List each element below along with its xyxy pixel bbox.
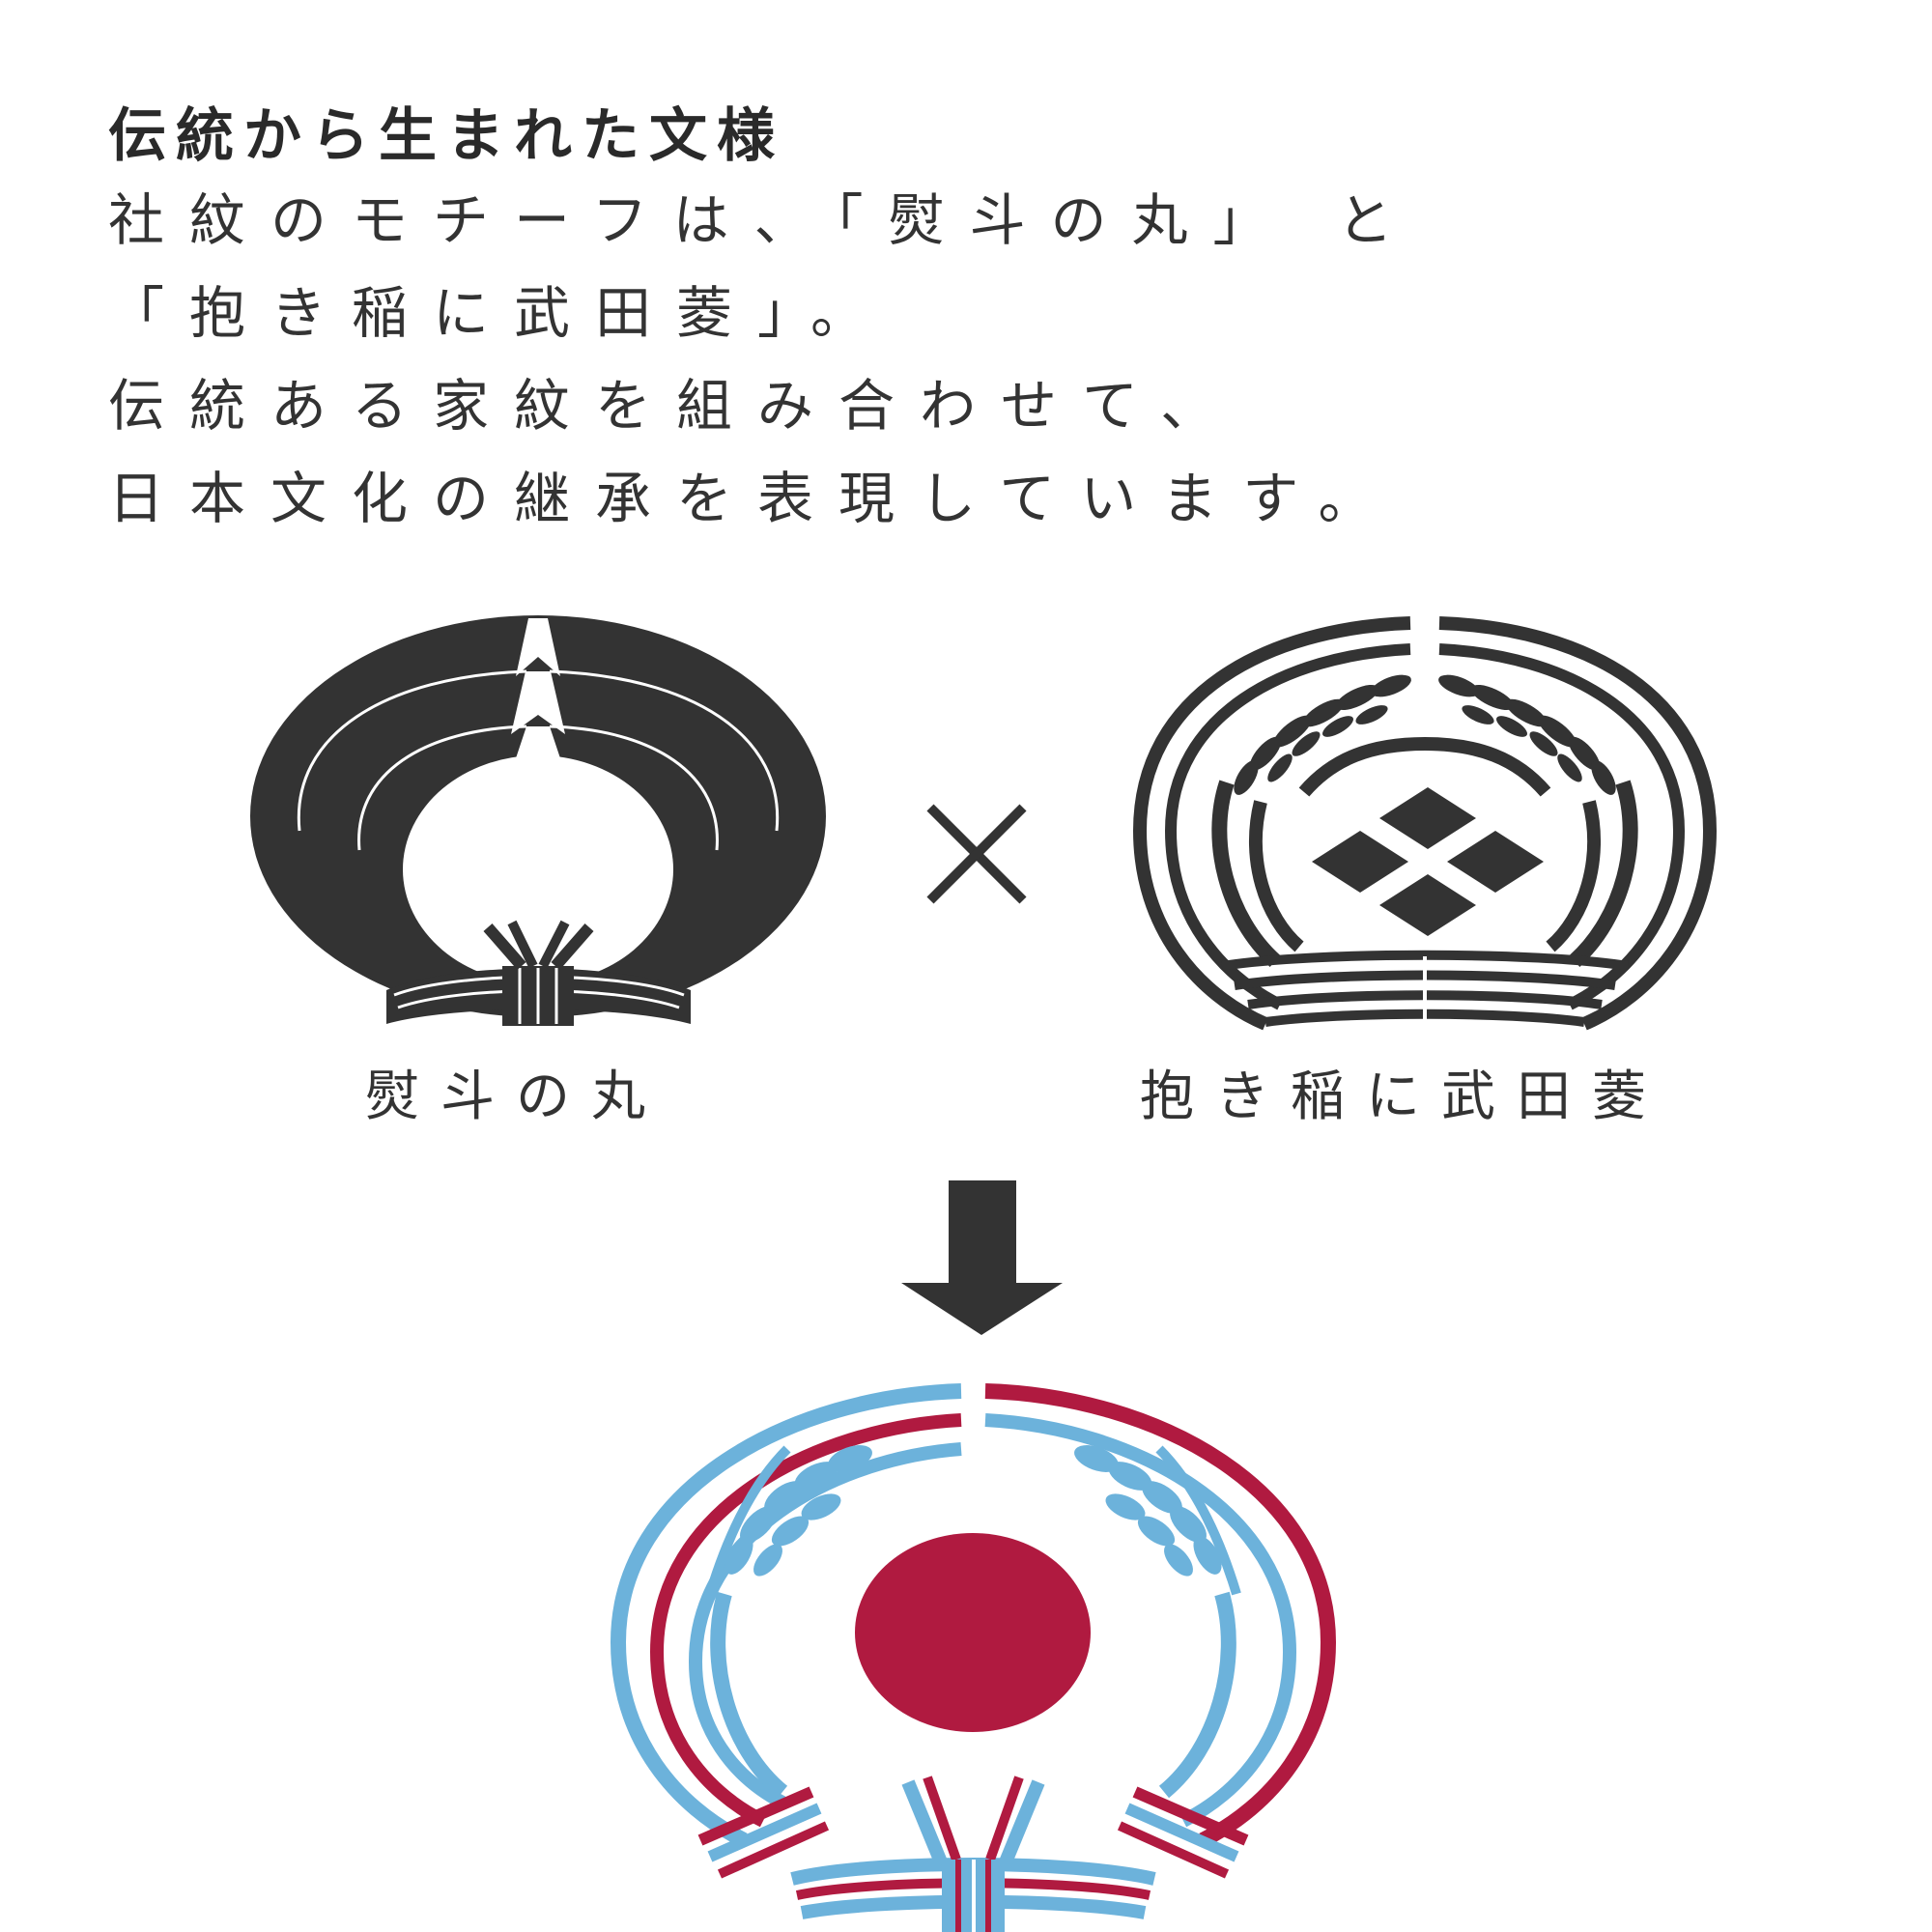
- dakiine-takeda-bishi-label: 抱き稲に武田菱: [1140, 1065, 1667, 1128]
- rice-ear-left: [1234, 674, 1411, 795]
- noshi-no-maru-label: 熨斗の丸: [365, 1065, 667, 1128]
- rising-sun-circle: [855, 1533, 1091, 1732]
- description-line-4: 日本文化の継承を表現しています。: [108, 466, 1400, 531]
- description-text: 社紋のモチーフは、「熨斗の丸」 と 「抱き稲に武田菱」。 伝統ある家紋を組み合わ…: [108, 174, 1418, 545]
- emblem-rice-ear-left: [724, 1445, 872, 1577]
- rice-ear-right: [1438, 674, 1616, 795]
- takeda-bishi-diamond: [1312, 787, 1544, 936]
- description-line-1: 社紋のモチーフは、「熨斗の丸」 と: [108, 187, 1418, 253]
- times-icon: [926, 804, 1027, 904]
- description-line-3: 伝統ある家紋を組み合わせて、: [108, 373, 1242, 439]
- noshi-no-maru-crest: [250, 615, 826, 1026]
- emblem-rice-ear-right: [1074, 1445, 1222, 1577]
- description-line-2: 「抱き稲に武田菱」。: [108, 280, 893, 346]
- company-emblem: [610, 1383, 1337, 1932]
- down-arrow: [901, 1180, 1063, 1335]
- dakiine-takeda-bishi-crest: [1132, 616, 1718, 1031]
- page-heading: 伝統から生まれた文様: [108, 102, 784, 170]
